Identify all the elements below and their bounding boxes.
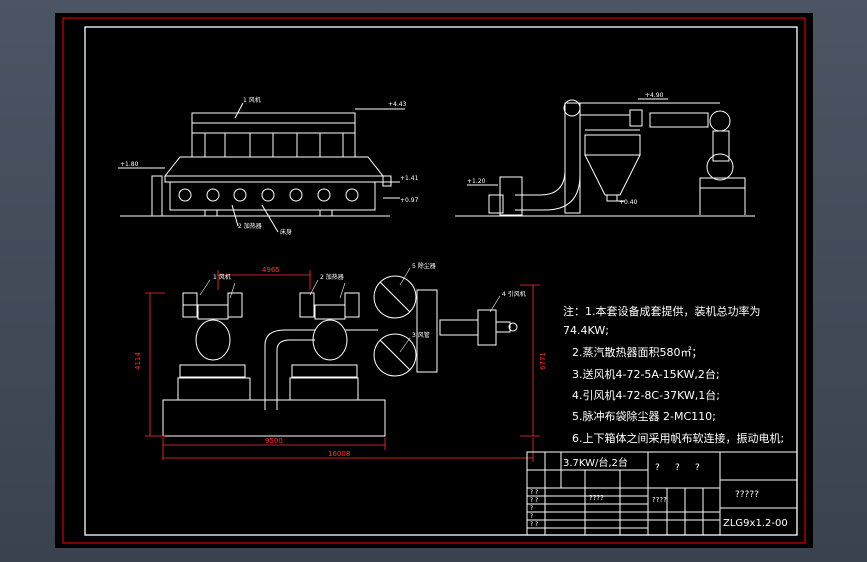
tb-power: 3.7KW/台,2台 bbox=[563, 456, 628, 469]
tb-drawing-no: ZLG9x1.2-00 bbox=[723, 518, 788, 529]
plan-dimension-labels: 4965 4114 6771 9500 16008 bbox=[134, 266, 547, 458]
tb-cell-e: ? ? bbox=[530, 521, 538, 528]
elev-label-top-right: +4.90 bbox=[645, 92, 664, 99]
plan-callout-4: 3 风管 bbox=[412, 331, 430, 339]
note-2: 2.蒸汽散热器面积580㎡； bbox=[572, 345, 703, 359]
note-3: 3.送风机4-72-5A-15KW,2台; bbox=[572, 367, 720, 381]
tb-q2: ? bbox=[675, 463, 680, 473]
tb-cell-c: ? bbox=[530, 505, 533, 512]
dim-height-right: 6771 bbox=[539, 352, 547, 370]
tb-cell-a: ? ? bbox=[530, 489, 538, 496]
elev-label-blower: +1.20 bbox=[467, 178, 486, 185]
note-1a: 注：1.本套设备成套提供，装机总功率为 bbox=[563, 304, 761, 318]
elev-label-right-b: +0.97 bbox=[400, 197, 419, 204]
tb-q3: ? bbox=[695, 463, 700, 473]
elev-label-hopper: +0.40 bbox=[619, 199, 638, 206]
plan-callouts: 1 风机 2 加热器 5 除尘器 3 风管 4 引风机 bbox=[199, 262, 526, 353]
tb-small: ???? bbox=[652, 496, 667, 504]
elev-label-left: +1.80 bbox=[120, 161, 139, 168]
plan-callout-1: 1 风机 bbox=[213, 273, 231, 281]
outer-border bbox=[62, 17, 806, 544]
plan-view bbox=[162, 275, 518, 437]
side-elevation-labels: +4.43 +1.80 +1.41 +0.97 1 风机 2 加热器 床身 bbox=[120, 96, 419, 236]
dim-width-total: 16008 bbox=[328, 450, 350, 458]
end-elevation-labels: +4.90 +1.20 +0.40 bbox=[467, 92, 664, 206]
callout-bed: 床身 bbox=[280, 228, 292, 236]
plan-callout-5: 4 引风机 bbox=[502, 290, 526, 298]
title-block-text: 3.7KW/台,2台 ? ? ? ???? ???? ????? ZLG9x1.… bbox=[530, 456, 788, 529]
dim-width-mid: 9500 bbox=[265, 437, 283, 445]
dim-height-left: 4114 bbox=[134, 352, 142, 370]
elev-label-top: +4.43 bbox=[388, 101, 407, 108]
end-elevation-view bbox=[455, 98, 755, 217]
note-6: 6.上下箱体之间采用帆布软连接，振动电机; bbox=[572, 431, 784, 445]
plan-callout-2: 2 加热器 bbox=[320, 273, 344, 281]
side-elevation-view bbox=[118, 102, 405, 233]
callout-heater: 2 加热器 bbox=[238, 222, 262, 230]
elev-label-right-a: +1.41 bbox=[400, 175, 419, 182]
tb-mid: ???? bbox=[589, 494, 604, 502]
plan-dimensions bbox=[145, 270, 540, 462]
note-1b: 74.4KW; bbox=[563, 324, 609, 337]
note-4: 4.引风机4-72-8C-37KW,1台; bbox=[572, 388, 720, 402]
sheet-background bbox=[55, 13, 813, 548]
drawing-frame bbox=[84, 26, 798, 536]
tb-name: ????? bbox=[735, 490, 759, 500]
plan-callout-3: 5 除尘器 bbox=[412, 262, 436, 270]
technical-notes: 注：1.本套设备成套提供，装机总功率为 74.4KW; 2.蒸汽散热器面积580… bbox=[563, 304, 784, 445]
tb-cell-b: ? ? bbox=[530, 497, 538, 504]
tb-cell-d: ? bbox=[530, 513, 533, 520]
title-block bbox=[526, 451, 798, 536]
tb-q1: ? bbox=[655, 463, 660, 473]
callout-fan: 1 风机 bbox=[243, 96, 261, 104]
note-5: 5.脉冲布袋除尘器 2-MC110; bbox=[572, 409, 716, 423]
dim-top-span: 4965 bbox=[262, 266, 280, 274]
